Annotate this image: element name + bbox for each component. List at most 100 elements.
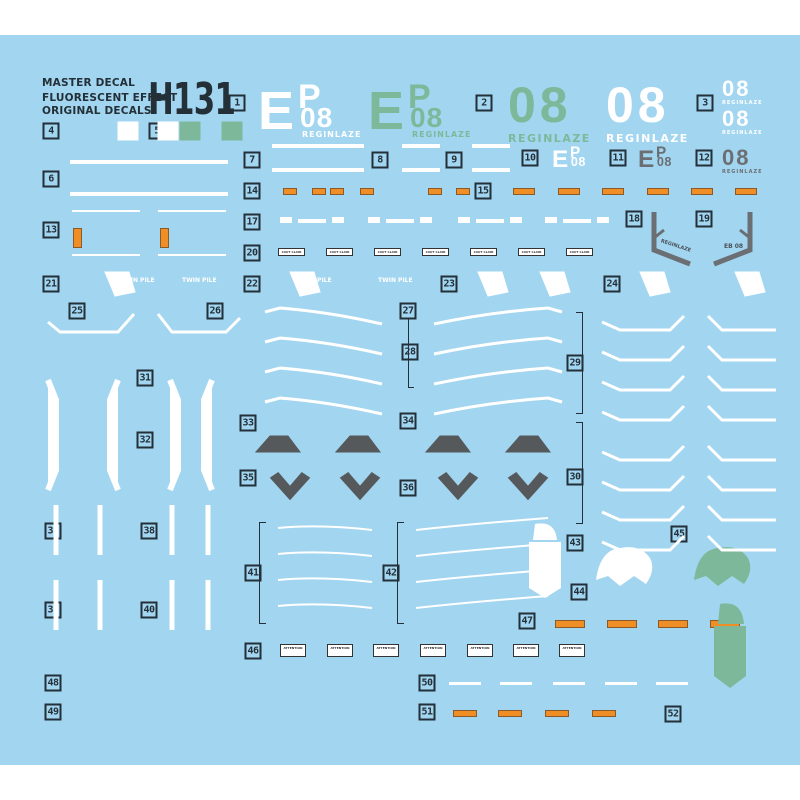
unit-name: REGINLAZE — [722, 130, 763, 136]
brand-line-3: ORIGINAL DECALS — [42, 105, 152, 117]
decal-number-52: 52 — [664, 705, 682, 723]
unit-number: 08 — [722, 145, 751, 170]
decal-number-11: 11 — [609, 149, 627, 167]
attention-plate: ATTENTION — [559, 644, 585, 657]
unit-name: REGINLAZE — [302, 130, 362, 139]
stripe-decal — [472, 144, 510, 148]
lion-emblem-white — [596, 547, 653, 586]
decal-number-48: 48 — [44, 674, 62, 692]
orange-marker — [647, 188, 669, 195]
attention-plate: ATTENTION — [420, 644, 446, 657]
decal-number-21: 21 — [42, 275, 60, 293]
orange-marker — [558, 188, 580, 195]
decal-number-12: 12 — [695, 149, 713, 167]
caution-plate: CAUT CLAIR — [422, 248, 449, 256]
decal-number-44: 44 — [570, 583, 588, 601]
caution-plate: CAUT CLAIR — [470, 248, 497, 256]
ep-letter-p: P — [570, 144, 581, 162]
attention-plate: ATTENTION — [280, 644, 306, 657]
decal-number-7: 7 — [243, 151, 261, 169]
decal-number-39: 39 — [44, 601, 62, 619]
decal-number-3: 3 — [696, 94, 714, 112]
stripe-decal — [472, 168, 510, 172]
panel-decal — [597, 217, 609, 223]
ep-letter-p: P — [408, 78, 431, 116]
decal-number-20: 20 — [243, 244, 261, 262]
08-decal-small-gray: 08 REGINLAZE — [722, 145, 763, 176]
orange-marker — [735, 188, 757, 195]
panel-decal — [420, 217, 432, 223]
ep-letter-e: E — [258, 81, 295, 141]
unit-number: 08 — [606, 77, 670, 133]
orange-marker — [160, 228, 169, 248]
decal-number-38: 38 — [140, 522, 158, 540]
panel-decal — [280, 217, 292, 223]
decal-number-9: 9 — [445, 151, 463, 169]
brand-line-2: FLUORESCENT EFFECT — [42, 92, 178, 104]
panel-decal — [298, 219, 326, 223]
orange-marker — [312, 188, 326, 195]
ep-letter-e: E — [368, 81, 405, 141]
orange-marker — [592, 710, 616, 717]
08-decal-small: 08 REGINLAZE — [722, 78, 763, 107]
stripe-decal — [158, 254, 226, 256]
unit-number: 08 — [722, 106, 751, 131]
decal-number-25: 25 — [68, 302, 86, 320]
orange-marker — [283, 188, 297, 195]
panel-decal — [386, 219, 414, 223]
decal-number-26: 26 — [206, 302, 224, 320]
decal-number-15: 15 — [474, 182, 492, 200]
attention-plate: ATTENTION — [327, 644, 353, 657]
shield-emblem-white — [529, 523, 561, 598]
08-decal-small: 08 REGINLAZE — [722, 106, 763, 137]
unit-number: 08 — [410, 102, 444, 133]
orange-marker — [498, 710, 522, 717]
ep-letter-p: P — [656, 144, 667, 162]
orange-marker — [456, 188, 470, 195]
bracket-29 — [576, 312, 583, 414]
unit-name: REGINLAZE — [722, 100, 763, 106]
caution-plate: CAUT CLAIR — [374, 248, 401, 256]
decal-number-19: 19 — [695, 210, 713, 228]
bracket-42 — [397, 522, 404, 624]
decal-number-47: 47 — [518, 612, 536, 630]
frame-text-right: EB 08 — [724, 243, 744, 250]
unit-name: REGINLAZE — [508, 132, 591, 145]
decal-number-41: 41 — [244, 564, 262, 582]
twin-pile-label: TWIN PILE — [182, 277, 217, 284]
panel-decal — [510, 217, 522, 223]
plate-decal — [656, 682, 688, 685]
orange-marker — [360, 188, 374, 195]
unit-number: 08 — [656, 154, 672, 169]
bracket-41 — [259, 522, 266, 624]
plate-decal — [605, 682, 637, 685]
ep-letter-p: P — [298, 78, 321, 116]
orange-marker — [428, 188, 442, 195]
decal-number-51: 51 — [418, 703, 436, 721]
panel-decal — [332, 217, 344, 223]
bracket-30 — [576, 422, 583, 524]
decal-number-4: 4 — [42, 122, 60, 140]
decal-number-23: 23 — [440, 275, 458, 293]
stripe-decal — [158, 210, 226, 212]
ep-letter-e: E — [638, 145, 655, 173]
decal-number-14: 14 — [243, 182, 261, 200]
orange-marker — [513, 188, 535, 195]
decal-number-17: 17 — [243, 213, 261, 231]
orange-marker — [555, 620, 585, 628]
lion-emblem-green — [694, 547, 751, 586]
plate-decal — [553, 682, 585, 685]
orange-marker — [545, 710, 569, 717]
product-code: H131 — [148, 74, 236, 125]
brand-line-1: MASTER DECAL — [42, 77, 136, 89]
panel-decal — [458, 217, 470, 223]
caution-plate: CAUT CLAIR — [326, 248, 353, 256]
decal-number-22: 22 — [243, 275, 261, 293]
decal-number-13: 13 — [42, 221, 60, 239]
unit-number: 08 — [508, 77, 572, 133]
bracket-28 — [408, 318, 414, 388]
decal-number-46: 46 — [244, 642, 262, 660]
decal-number-6: 6 — [42, 170, 60, 188]
decal-number-8: 8 — [371, 151, 389, 169]
twin-pile-label: TWIN PILE — [120, 277, 155, 284]
